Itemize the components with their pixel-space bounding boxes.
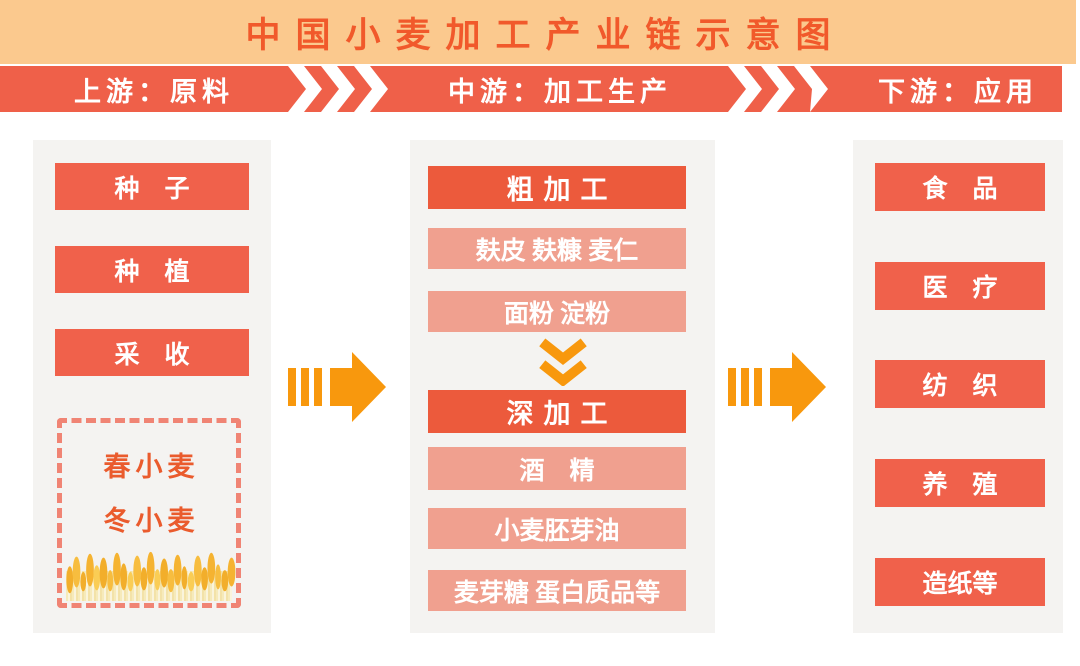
- coarse-processing-header: 粗加工: [428, 166, 686, 209]
- chevron-right-icon: [288, 66, 388, 112]
- deep-processing-header: 深加工: [428, 390, 686, 433]
- wheat-illustration: [66, 551, 236, 594]
- wheat-type-label: 冬小麦: [103, 506, 200, 536]
- wheat-type-label: 春小麦: [103, 452, 200, 482]
- downstream-panel: 食 品 医 疗 纺 织 养 殖 造纸等: [853, 140, 1063, 633]
- phase-bar: 上游：原料 中游：加工生产 下游：应用: [0, 66, 1062, 112]
- upstream-step-box: 种 植: [55, 246, 249, 293]
- striped-arrow-right-icon: [288, 352, 386, 422]
- title-banner: 中国小麦加工产业链示意图: [0, 0, 1076, 64]
- application-box: 医 疗: [875, 262, 1045, 310]
- chevron-right-icon: [728, 66, 828, 112]
- upstream-step-box: 种 子: [55, 163, 249, 210]
- phase-label-downstream: 下游：应用: [878, 76, 1038, 107]
- deep-product-box: 酒 精: [428, 447, 686, 490]
- application-box: 养 殖: [875, 459, 1045, 507]
- upstream-panel: 种 子 种 植 采 收 春小麦 冬小麦: [33, 140, 271, 633]
- striped-arrow-right-icon: [728, 352, 826, 422]
- coarse-product-box: 麸皮 麸糠 麦仁: [428, 228, 686, 269]
- midstream-panel: 粗加工 麸皮 麸糠 麦仁 面粉 淀粉 深加工 酒 精 小麦胚芽油 麦芽糖 蛋白质…: [410, 140, 715, 633]
- deep-product-box: 麦芽糖 蛋白质品等: [428, 570, 686, 611]
- application-box: 纺 织: [875, 360, 1045, 408]
- deep-product-box: 小麦胚芽油: [428, 508, 686, 549]
- upstream-step-box: 采 收: [55, 329, 249, 376]
- application-box: 食 品: [875, 163, 1045, 211]
- page-title: 中国小麦加工产业链示意图: [245, 15, 846, 55]
- phase-label-midstream: 中游：加工生产: [448, 76, 672, 107]
- double-chevron-down-icon: [538, 338, 587, 386]
- coarse-product-box: 面粉 淀粉: [428, 291, 686, 332]
- application-box: 造纸等: [875, 558, 1045, 606]
- phase-label-upstream: 上游：原料: [74, 76, 234, 107]
- wheat-types-box: 春小麦 冬小麦: [57, 418, 241, 608]
